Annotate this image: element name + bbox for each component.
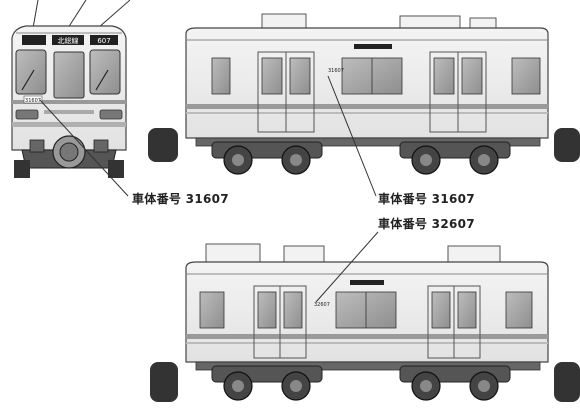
callout-front-car-number: 車体番号 31607 [132,192,229,206]
top-car-number-plate: 31607 [328,68,344,74]
front-view-car: 北総線 607 31607 [11,0,131,197]
bottom-front-bogie [211,365,323,401]
top-rear-bogie [399,141,511,175]
bottom-car-number-plate: 32607 [314,302,330,308]
destination-sign-text: 北総線 [58,36,79,45]
top-side-car: 31607 [148,13,580,197]
front-number-plate: 31607 [25,98,41,104]
top-front-bogie [211,141,323,175]
run-number-text: 607 [97,37,110,45]
callout-bottom-car-number: 車体番号 32607 [378,217,475,231]
bottom-rear-bogie [399,365,511,401]
bottom-side-car: 32607 [150,231,580,402]
callout-top-car-number: 車体番号 31607 [378,192,475,206]
